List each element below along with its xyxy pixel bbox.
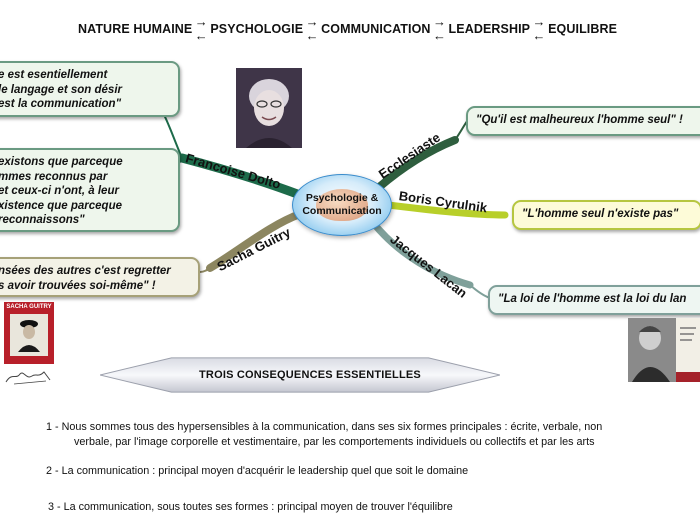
quote-cyrulnik[interactable]: "L'homme seul n'existe pas": [512, 200, 700, 230]
branch-guitry-sub: [199, 267, 211, 273]
portrait-lacan: [628, 318, 700, 382]
poster-guitry-title: SACHA GUITRY: [6, 304, 52, 310]
list-item: 2 - La communication : principal moyen d…: [46, 465, 469, 477]
list-item: 3 - La communication, sous toutes ses fo…: [48, 501, 453, 513]
central-topic-line1: Psychologie &: [305, 192, 379, 204]
branch-ecclesiaste-curve: [374, 136, 459, 192]
branch-lacan-curve: [371, 221, 474, 289]
portrait-lacan-image: [628, 318, 700, 382]
branch-dolto-curve: [177, 153, 305, 200]
step-psychologie: PSYCHOLOGIE: [210, 22, 304, 36]
double-arrow-icon: →←: [305, 14, 319, 43]
branch-lacan-sub: [469, 284, 491, 299]
double-arrow-icon: →←: [194, 14, 208, 43]
poster-guitry: SACHA GUITRY: [4, 302, 54, 364]
quote-ecclesiaste[interactable]: "Qu'il est malheureux l'homme seul" !: [466, 106, 700, 136]
step-leadership: LEADERSHIP: [448, 22, 531, 36]
header-chain: NATURE HUMAINE →← PSYCHOLOGIE →← COMMUNI…: [78, 14, 618, 43]
brain-icon: [316, 189, 368, 221]
branch-guitry-curve: [206, 210, 304, 272]
quote-guitry[interactable]: nsées des autres c'est regretter s avoir…: [0, 257, 200, 297]
step-nature-humaine: NATURE HUMAINE: [78, 22, 193, 36]
quote-dolto-1[interactable]: e est esentiellement le langage et son d…: [0, 61, 180, 117]
branch-cyrulnik-curve: [384, 201, 509, 219]
quote-dolto-2[interactable]: existons que parceque mmes reconnus par …: [0, 148, 180, 232]
central-topic-line2: Communication: [302, 205, 382, 217]
central-topic[interactable]: Psychologie & Communication: [292, 174, 392, 236]
banner-shape: [100, 357, 500, 393]
double-arrow-icon: →←: [532, 14, 546, 43]
portrait-dolto: [236, 68, 302, 148]
poster-guitry-image: [10, 314, 48, 356]
step-communication: COMMUNICATION: [321, 22, 431, 36]
step-equilibre: EQUILIBRE: [548, 22, 618, 36]
double-arrow-icon: →←: [432, 14, 447, 43]
signature-guitry: [5, 371, 51, 385]
list-item: 1 - Nous sommes tous des hypersensibles …: [46, 421, 603, 448]
portrait-dolto-image: [236, 68, 302, 148]
quote-lacan[interactable]: "La loi de l'homme est la loi du lan: [488, 285, 700, 315]
banner-title: TROIS CONSEQUENCES ESSENTIELLES: [199, 369, 421, 381]
